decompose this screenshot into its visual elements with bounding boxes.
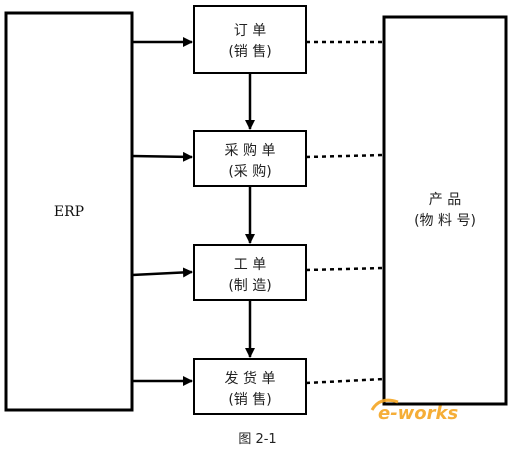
dashed-link-work-order-to-product <box>305 266 385 272</box>
step-box-delivery-order-subtitle: (销 售) <box>228 392 271 408</box>
product-box-subtitle: (物 料 号) <box>414 213 476 229</box>
dashed-link-delivery-order-to-product <box>305 377 385 385</box>
product-box <box>382 15 508 406</box>
e-works-watermark: e-works <box>370 398 459 424</box>
dashed-link-purchase-order-to-product <box>305 153 385 159</box>
step-box-delivery-order: 发 货 单 (销 售) <box>193 358 307 415</box>
step-box-order-title: 订 单 <box>234 23 266 39</box>
step-box-work-order: 工 单 (制 造) <box>193 244 307 301</box>
step-box-purchase-order-subtitle: (采 购) <box>228 164 271 180</box>
step-box-work-order-subtitle: (制 造) <box>228 278 271 294</box>
step-box-work-order-title: 工 单 <box>234 257 266 273</box>
erp-box <box>4 11 134 412</box>
step-box-order-subtitle: (销 售) <box>228 44 271 60</box>
step-box-delivery-order-title: 发 货 单 <box>225 370 276 387</box>
arrow-erp-to-work-order <box>131 267 193 278</box>
arrow-erp-to-purchase-order <box>131 151 193 162</box>
step-box-purchase-order-title: 采 购 单 <box>225 143 276 159</box>
step-box-purchase-order: 采 购 单 (采 购) <box>193 130 307 187</box>
erp-label: ERP <box>54 204 84 220</box>
product-box-title: 产 品 <box>429 192 461 208</box>
step-box-order: 订 单 (销 售) <box>193 5 307 74</box>
figure-caption: 图 2-1 <box>238 432 277 447</box>
watermark-text: e-works <box>378 403 459 424</box>
